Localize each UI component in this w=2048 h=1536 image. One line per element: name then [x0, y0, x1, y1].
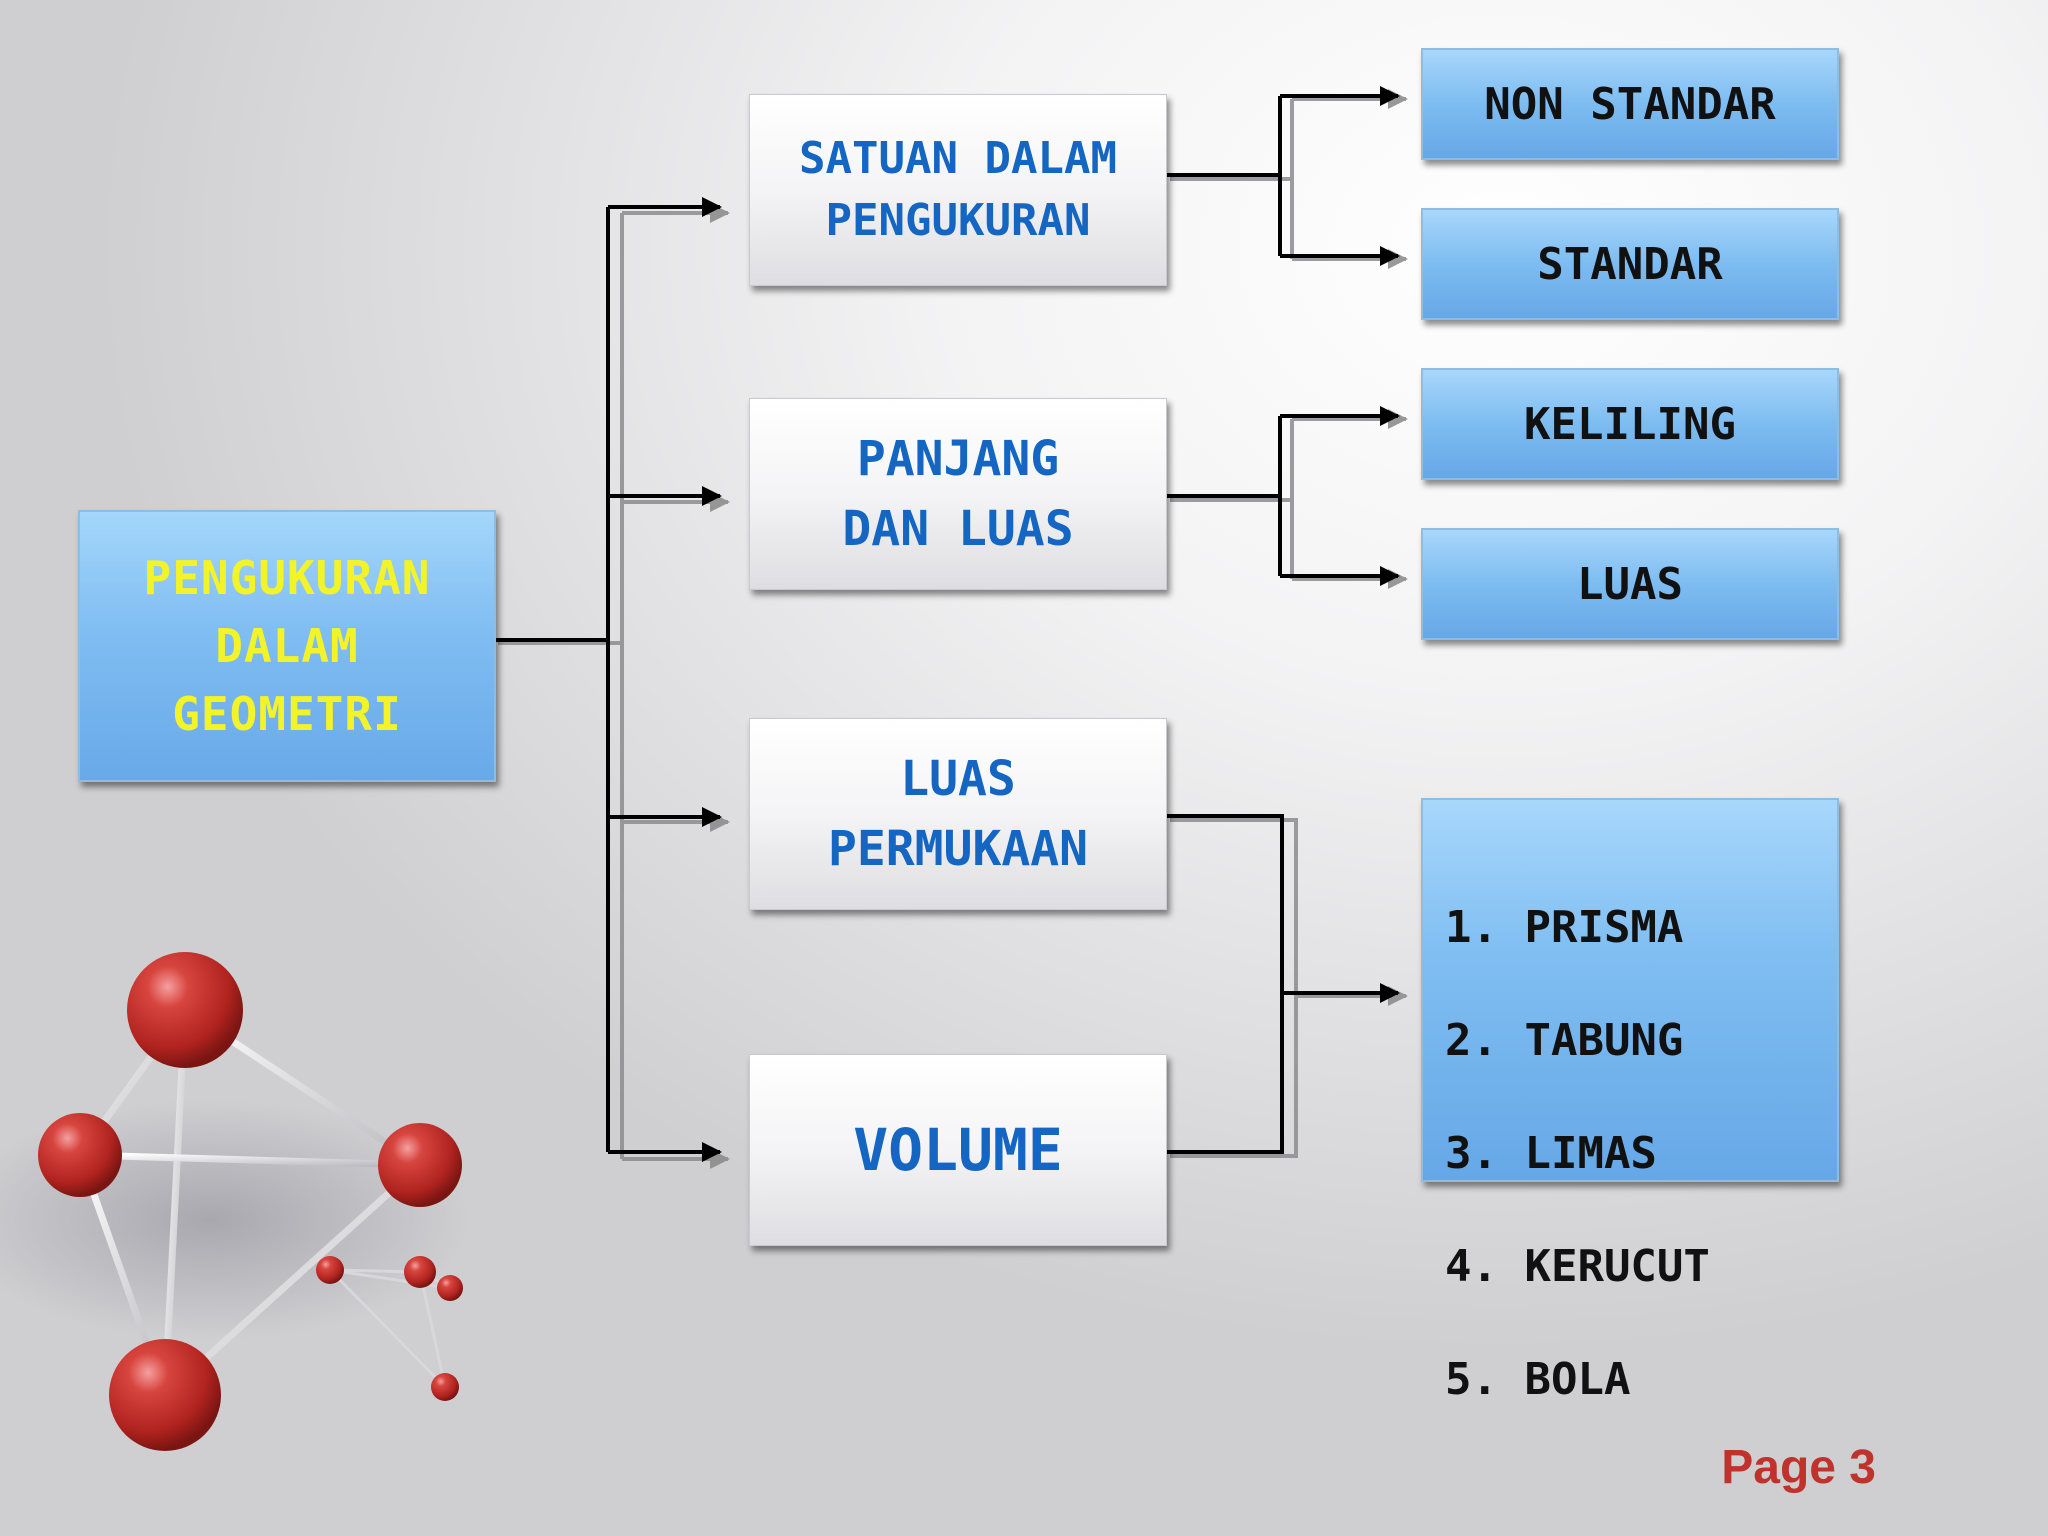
sphere-bottom — [109, 1339, 221, 1451]
leaf-keliling: KELILING — [1421, 368, 1839, 480]
sphere-small-3 — [316, 1256, 344, 1284]
sphere-top — [127, 952, 243, 1068]
leaf-standar-label: STANDAR — [1537, 238, 1723, 290]
sphere-left — [38, 1113, 122, 1197]
root-node: PENGUKURAN DALAM GEOMETRI — [78, 510, 496, 782]
list-item-prisma: 1. PRISMA — [1445, 902, 1684, 953]
list-item-bola: 5. BOLA — [1445, 1354, 1631, 1405]
leaf-luas: LUAS — [1421, 528, 1839, 640]
molecule-graphic — [0, 952, 470, 1451]
sphere-right — [378, 1123, 462, 1207]
leaf-luas-label: LUAS — [1577, 558, 1683, 610]
node-panjang-dan-luas: PANJANG DAN LUAS — [749, 398, 1167, 590]
node-volume: VOLUME — [749, 1054, 1167, 1246]
list-item-tabung: 2. TABUNG — [1445, 1015, 1684, 1066]
node-satuan-label: SATUAN DALAM PENGUKURAN — [799, 133, 1117, 246]
page-number: Page 3 — [1721, 1441, 1876, 1494]
list-item-limas: 3. LIMAS — [1445, 1128, 1657, 1179]
node-satuan-dalam-pengukuran: SATUAN DALAM PENGUKURAN — [749, 94, 1167, 286]
root-node-label: PENGUKURAN DALAM GEOMETRI — [143, 551, 431, 741]
node-luas-permukaan: LUAS PERMUKAAN — [749, 718, 1167, 910]
bracket-luas-volume — [1167, 814, 1284, 1154]
node-luas-permukaan-label: LUAS PERMUKAAN — [827, 751, 1089, 877]
list-item-kerucut: 4. KERUCUT — [1445, 1241, 1710, 1292]
sphere-small-2 — [437, 1275, 463, 1301]
leaf-keliling-label: KELILING — [1524, 398, 1736, 450]
node-panjang-label: PANJANG DAN LUAS — [842, 431, 1074, 557]
connectors-main — [496, 86, 1400, 1162]
shape-list-box: 1. PRISMA 2. TABUNG 3. LIMAS 4. KERUCUT … — [1421, 798, 1839, 1405]
leaf-non-standar-label: NON STANDAR — [1484, 78, 1776, 130]
sphere-small-4 — [431, 1373, 459, 1401]
node-volume-label: VOLUME — [853, 1116, 1063, 1184]
sphere-small-1 — [404, 1256, 436, 1288]
leaf-non-standar: NON STANDAR — [1421, 48, 1839, 160]
leaf-standar: STANDAR — [1421, 208, 1839, 320]
